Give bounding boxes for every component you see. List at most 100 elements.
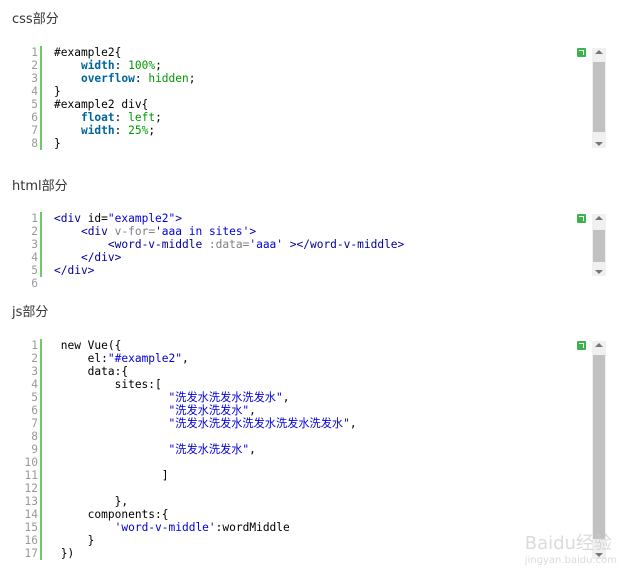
code-token: el: bbox=[54, 352, 108, 365]
line-number: 1 bbox=[31, 339, 38, 352]
line-number: 12 bbox=[24, 482, 38, 495]
line-number: 6 bbox=[31, 277, 38, 290]
code-line: data:{ bbox=[54, 365, 357, 378]
watermark-main: Baidu经验 bbox=[524, 533, 612, 554]
code-token bbox=[54, 404, 169, 417]
code-line: "洗发水洗发水洗发水", bbox=[54, 391, 357, 404]
code-token: left bbox=[128, 111, 156, 124]
line-number: 3 bbox=[31, 72, 38, 85]
code-line bbox=[54, 277, 404, 290]
code-token: , bbox=[282, 391, 290, 404]
code-line: #example2{ bbox=[54, 46, 196, 59]
line-number: 2 bbox=[31, 225, 38, 238]
code-line: </div> bbox=[54, 251, 404, 264]
scroll-down-icon[interactable] bbox=[595, 553, 603, 557]
scroll-up-icon[interactable] bbox=[595, 50, 603, 54]
code-token: }, bbox=[54, 495, 129, 508]
code-content: <div id="example2"> <div v-for='aaa in s… bbox=[54, 212, 404, 290]
line-number: 15 bbox=[24, 521, 38, 534]
line-number: 4 bbox=[31, 85, 38, 98]
code-token: ; bbox=[148, 124, 156, 137]
code-token: :wordMiddle bbox=[215, 521, 290, 534]
scroll-thumb[interactable] bbox=[593, 62, 605, 132]
scroll-down-icon[interactable] bbox=[595, 142, 603, 146]
code-token: 25% bbox=[128, 124, 149, 137]
code-line bbox=[54, 430, 357, 443]
section-title-css: css部分 bbox=[12, 12, 59, 27]
code-token bbox=[54, 72, 81, 85]
code-token: "#example2" bbox=[107, 352, 182, 365]
code-token: </div> bbox=[80, 251, 122, 264]
code-line: "洗发水洗发水", bbox=[54, 404, 357, 417]
code-line: "洗发水洗发水", bbox=[54, 443, 357, 456]
scroll-thumb[interactable] bbox=[593, 355, 605, 539]
code-token: data:{ bbox=[54, 365, 129, 378]
code-line: } bbox=[54, 85, 196, 98]
code-token: > bbox=[249, 225, 257, 238]
section-title-js: js部分 bbox=[12, 305, 49, 320]
copy-icon[interactable] bbox=[577, 214, 586, 223]
code-token: <div bbox=[54, 212, 81, 225]
line-number: 1 bbox=[31, 46, 38, 59]
scrollbar[interactable] bbox=[592, 341, 606, 559]
code-token: "洗发水洗发水洗发水" bbox=[168, 391, 283, 404]
code-line: sites:[ bbox=[54, 378, 357, 391]
line-number: 3 bbox=[31, 238, 38, 251]
code-token bbox=[54, 417, 169, 430]
code-token: ; bbox=[188, 72, 196, 85]
code-line: 'word-v-middle':wordMiddle bbox=[54, 521, 357, 534]
code-token: : bbox=[114, 59, 129, 72]
code-token: } bbox=[54, 137, 61, 150]
code-line: new Vue({ bbox=[54, 339, 357, 352]
code-token: 100% bbox=[128, 59, 156, 72]
code-token: #example2 div{ bbox=[54, 98, 149, 111]
code-token: 'word-v-middle' bbox=[114, 521, 216, 534]
code-token: <div bbox=[80, 225, 108, 238]
code-line: <div v-for='aaa in sites'> bbox=[54, 225, 404, 238]
code-token: , bbox=[249, 404, 256, 417]
line-number: 5 bbox=[31, 98, 38, 111]
code-token: "洗发水洗发水" bbox=[168, 443, 250, 456]
code-line: overflow: hidden; bbox=[54, 72, 196, 85]
code-line: <div id="example2"> bbox=[54, 212, 404, 225]
code-line: width: 100%; bbox=[54, 59, 196, 72]
gutter-bar bbox=[40, 339, 42, 560]
code-line: float: left; bbox=[54, 111, 196, 124]
code-token: <word-v-middle bbox=[107, 238, 203, 251]
gutter-bar bbox=[40, 46, 42, 150]
scroll-thumb[interactable] bbox=[593, 230, 605, 262]
scrollbar[interactable] bbox=[592, 48, 606, 148]
code-token: : bbox=[134, 72, 149, 85]
code-line: } bbox=[54, 137, 196, 150]
line-number: 7 bbox=[31, 124, 38, 137]
code-token bbox=[54, 238, 108, 251]
line-number: 8 bbox=[31, 137, 38, 150]
scrollbar[interactable] bbox=[592, 214, 606, 276]
copy-icon[interactable] bbox=[577, 48, 586, 57]
code-token bbox=[54, 124, 81, 137]
line-number: 4 bbox=[31, 251, 38, 264]
line-number: 8 bbox=[31, 430, 38, 443]
code-token: id= bbox=[80, 212, 108, 225]
code-content: new Vue({ el:"#example2", data:{ sites:[… bbox=[54, 339, 357, 560]
scroll-up-icon[interactable] bbox=[595, 216, 603, 220]
code-token: 'aaa' bbox=[249, 238, 284, 251]
code-token: ></word-v-middle> bbox=[283, 238, 405, 251]
line-number: 11 bbox=[24, 469, 38, 482]
code-line: }) bbox=[54, 547, 357, 560]
scroll-down-icon[interactable] bbox=[595, 270, 603, 274]
code-line: ] bbox=[54, 469, 357, 482]
code-token: float bbox=[80, 111, 115, 124]
code-token bbox=[54, 521, 115, 534]
section-title-html: html部分 bbox=[12, 179, 68, 194]
code-token bbox=[54, 251, 81, 264]
line-number: 3 bbox=[31, 365, 38, 378]
scroll-up-icon[interactable] bbox=[595, 343, 603, 347]
copy-icon[interactable] bbox=[577, 341, 586, 350]
code-line: #example2 div{ bbox=[54, 98, 196, 111]
code-token bbox=[54, 443, 169, 456]
